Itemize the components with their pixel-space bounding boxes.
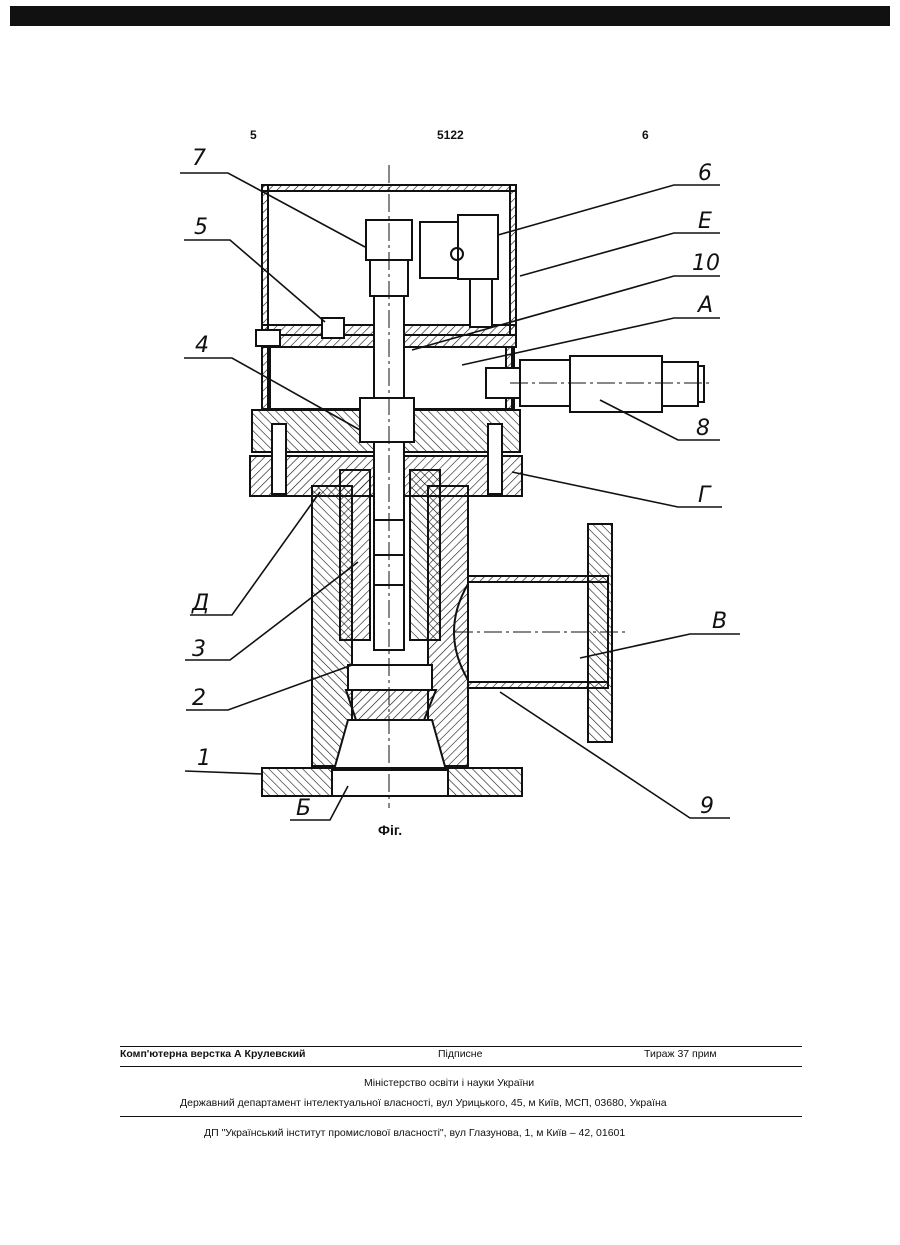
figure-caption: Фіг.	[378, 822, 402, 838]
actuator-8	[570, 356, 662, 412]
circulation-note: Тираж 37 прим	[644, 1048, 717, 1060]
footer-rule-middle	[120, 1066, 802, 1067]
label-7: 7	[192, 146, 206, 171]
typesetter-credit: Комп'ютерна верстка А Крулевский	[120, 1048, 306, 1060]
label-a: А	[696, 293, 713, 318]
label-8: 8	[696, 416, 710, 441]
label-2: 2	[192, 686, 206, 711]
label-e: Е	[698, 209, 712, 234]
signed-note: Підписне	[438, 1048, 482, 1060]
label-1: 1	[197, 746, 211, 771]
label-5: 5	[194, 215, 208, 240]
label-4: 4	[195, 333, 209, 358]
label-v: В	[712, 609, 727, 634]
label-3: 3	[192, 637, 206, 662]
label-9: 9	[700, 794, 714, 819]
footer-rule-top	[120, 1046, 802, 1047]
ministry-line: Міністерство освіти і науки України	[364, 1077, 534, 1089]
department-line: Державний департамент інтелектуальної вл…	[180, 1097, 667, 1109]
footer-rule-bottom	[120, 1116, 802, 1117]
label-10: 10	[692, 251, 720, 276]
valve-technical-drawing: 7 5 4 Д 3 2 1 Б 6 Е 10 А 8 Г В 9	[0, 0, 900, 860]
label-6: 6	[698, 161, 712, 186]
label-g: Г	[698, 483, 712, 508]
label-b: Б	[296, 796, 311, 821]
institute-line: ДП "Український інститут промислової вла…	[204, 1127, 625, 1139]
label-d: Д	[191, 591, 209, 616]
outlet-flange	[588, 524, 612, 742]
